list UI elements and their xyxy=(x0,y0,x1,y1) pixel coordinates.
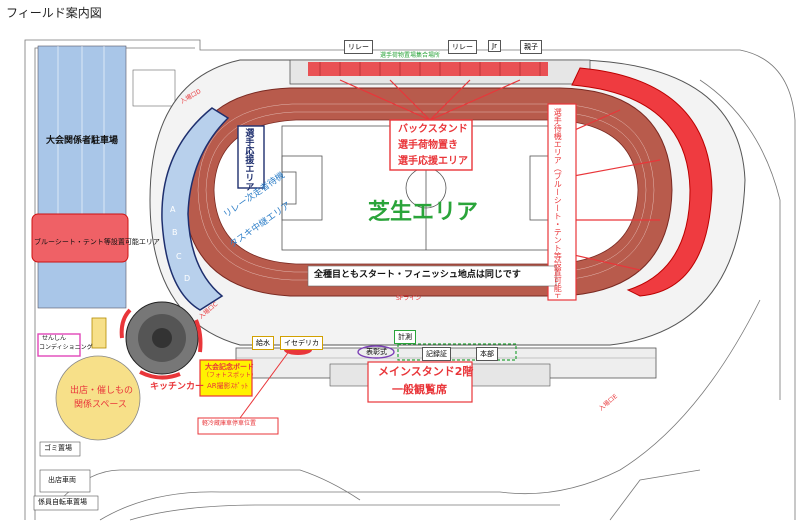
results-area xyxy=(397,343,517,361)
cheer-area-label-box xyxy=(237,125,265,189)
isederika-label: イセデリカ xyxy=(280,336,323,350)
lane-mark-c: C xyxy=(176,252,182,261)
main-stand-line-1: メインスタンド2階 xyxy=(378,365,474,378)
cold-car-label: 軽冷蔵庫車停車位置 xyxy=(202,420,257,427)
water-label: 給水 xyxy=(252,336,274,350)
kitchen-car-plaza xyxy=(119,301,203,380)
blue-sheet-left-label: ブルーシート・テント等設置可能エリア xyxy=(34,238,160,246)
conditioning-line-1: せんしん xyxy=(42,335,67,342)
kitchen-car-label: キッチンカー xyxy=(150,382,205,392)
photo-board-box xyxy=(199,359,253,397)
oyako-label: 親子 xyxy=(520,40,542,54)
small-vendor-box xyxy=(91,317,107,349)
back-stand xyxy=(289,59,591,85)
vendor-line-2: 関係スペース xyxy=(74,400,127,410)
relay-exchange-zone xyxy=(161,107,230,311)
board-line-3: AR撮影ｽﾎﾟｯﾄ xyxy=(207,382,249,390)
lane-mark-d: D xyxy=(184,274,191,283)
parking-official-label: 大会関係者駐車場 xyxy=(46,136,119,146)
timing-label: 計測 xyxy=(394,330,416,344)
conditioning-area xyxy=(37,333,81,357)
blue-sheet-zone-left xyxy=(31,213,129,263)
parking-bay xyxy=(132,69,176,107)
lane-mark-a: A xyxy=(170,205,176,214)
board-line-1: 大会記念ボード xyxy=(205,363,254,371)
back-stand-line-3: 選手応援エリア xyxy=(398,156,468,167)
garbage-label: ゴミ置場 xyxy=(44,444,72,452)
lane-mark-b: B xyxy=(172,228,178,237)
official-parking-lot xyxy=(37,45,127,309)
back-stand-label-box xyxy=(389,119,473,171)
garbage-area xyxy=(39,441,81,457)
vendor-area xyxy=(55,355,141,441)
start-finish-note: 全種目ともスタート・フィニッシュ地点は同じです xyxy=(314,270,521,280)
record-cert-label: 記録証 xyxy=(422,347,451,361)
main-stand-label-box xyxy=(367,361,473,403)
lawn-area-label: 芝生エリア xyxy=(368,200,479,225)
map-title: フィールド案内図 xyxy=(6,6,102,20)
staff-bike-area xyxy=(33,495,99,511)
back-stand-line-1: バックスタンド xyxy=(398,124,468,135)
cold-car-box xyxy=(197,417,279,435)
shop-truck-label: 出店車両 xyxy=(48,476,76,484)
awards-marker xyxy=(357,345,395,359)
staff-bike-label: 係員自転車置場 xyxy=(38,498,87,506)
athlete-waiting-zone-right xyxy=(571,67,713,297)
relay-label-top-1: リレー xyxy=(344,40,373,54)
conditioning-line-2: コンディショニング xyxy=(39,344,93,351)
start-finish-note-box xyxy=(307,265,557,287)
right-waiting-area-label: 選手待機エリア（ブルーシート・テント等設置可能エリア） xyxy=(553,108,563,298)
cheer-area-label: 選手応援エリア xyxy=(243,128,254,191)
athlete-baggage-label: 選手荷物置場集合場所 xyxy=(380,52,441,59)
jr-label: Jr xyxy=(488,40,501,52)
vendor-line-1: 出店・催しもの xyxy=(70,386,134,396)
relay-label-top-2: リレー xyxy=(448,40,477,54)
awards-label: 表彰式 xyxy=(366,348,387,356)
shop-truck-area xyxy=(39,469,91,493)
sf-line-label: SFライン xyxy=(396,295,422,302)
back-stand-line-2: 選手荷物置き xyxy=(398,140,458,151)
board-line-2: （フォトスポット） xyxy=(203,372,258,379)
hq-label: 本部 xyxy=(476,347,498,361)
main-stand-line-2: 一般観覧席 xyxy=(392,383,447,396)
